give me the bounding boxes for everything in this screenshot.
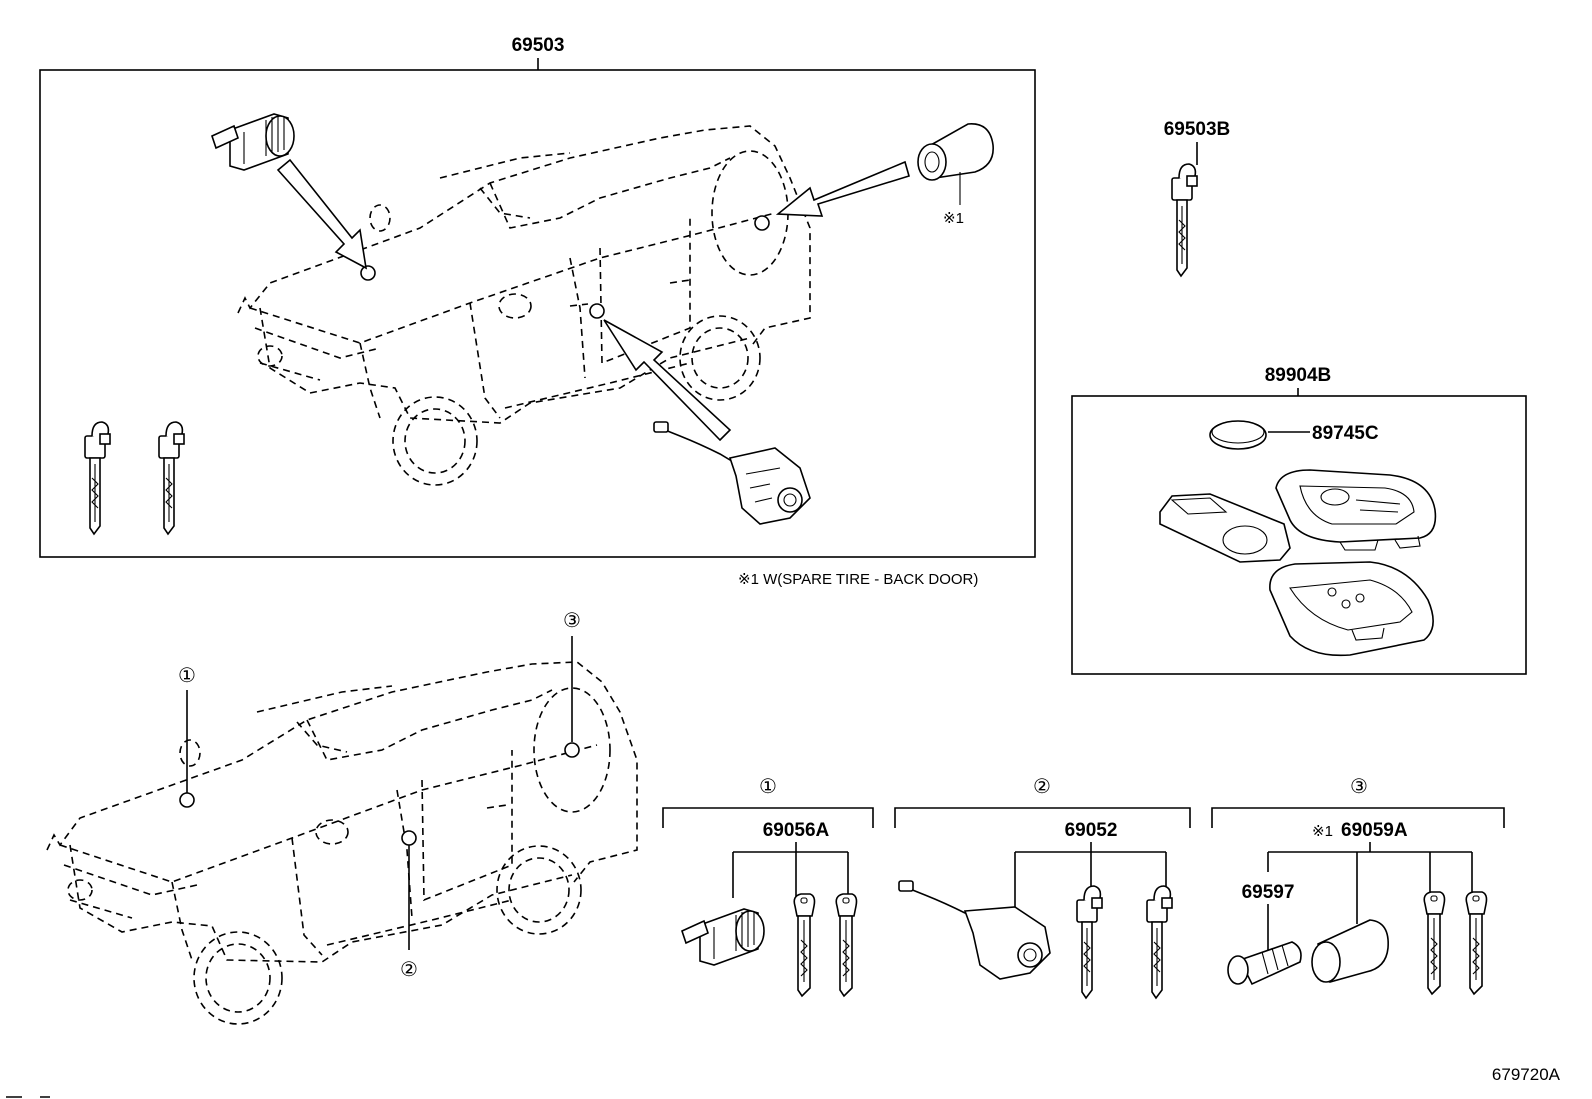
spare-tire-lock-cylinder-icon: [917, 123, 994, 205]
diagram-code: 679720A: [1492, 1065, 1561, 1084]
part-label-69059A: 69059A: [1341, 820, 1408, 841]
star-note-marker: ※1: [943, 210, 964, 227]
group-3-star-note: ※1: [1312, 823, 1333, 840]
part-label-69597: 69597: [1242, 882, 1295, 903]
callout-2-marker: ②: [400, 845, 418, 981]
callout-1-marker: ①: [178, 665, 196, 793]
kit-69503-group: 69503: [39, 35, 1036, 558]
hood-lock-cylinder-icon: [211, 113, 295, 171]
kit-69503-box: [39, 69, 1036, 558]
svg-text:③: ③: [563, 610, 581, 632]
arrow-to-spare-tire-lock: [775, 160, 910, 217]
door-lock-assembly-icon: [653, 421, 811, 525]
group-1-callout: ①: [759, 776, 777, 798]
part-label-69503: 69503: [512, 35, 565, 56]
group-2-callout: ②: [1033, 776, 1051, 798]
svg-text:①: ①: [178, 665, 196, 687]
battery-icon: [1209, 420, 1267, 450]
arrow-to-door-lock: [603, 319, 732, 442]
callout-3-marker: ③: [563, 610, 581, 742]
group-3-callout: ③: [1350, 776, 1368, 798]
part-label-69052: 69052: [1065, 820, 1118, 841]
part-label-69503B: 69503B: [1164, 119, 1231, 140]
key-blank-69503B-group: 69503B: [1164, 119, 1231, 277]
lock-barrel-icon: [1227, 941, 1302, 986]
group-2-69052: ② 69052: [894, 776, 1191, 999]
part-label-89745C: 89745C: [1312, 423, 1379, 444]
part-label-89904B: 89904B: [1265, 365, 1332, 386]
smart-key-box: [1071, 395, 1527, 675]
group-3-69059A: ③ ※1 69059A 69597: [1211, 776, 1505, 995]
key-icon-2: [158, 421, 185, 535]
key-fob-bottom-icon: [1269, 561, 1434, 657]
group-1-69056A: ① 69056A: [662, 776, 874, 997]
circuit-board-icon: [1159, 493, 1291, 563]
svg-text:②: ②: [400, 959, 418, 981]
key-fob-top-icon: [1275, 469, 1437, 551]
arrow-to-hood-lock: [276, 158, 368, 270]
lock-tube-icon: [1311, 919, 1389, 983]
spare-tire-note: ※1 W(SPARE TIRE - BACK DOOR): [738, 571, 978, 588]
smart-key-89904B-group: 89904B 89745C: [1071, 365, 1527, 675]
suv-illustration-bottom: [46, 661, 638, 1025]
key-icon-1: [84, 421, 111, 535]
part-label-69056A: 69056A: [763, 820, 830, 841]
